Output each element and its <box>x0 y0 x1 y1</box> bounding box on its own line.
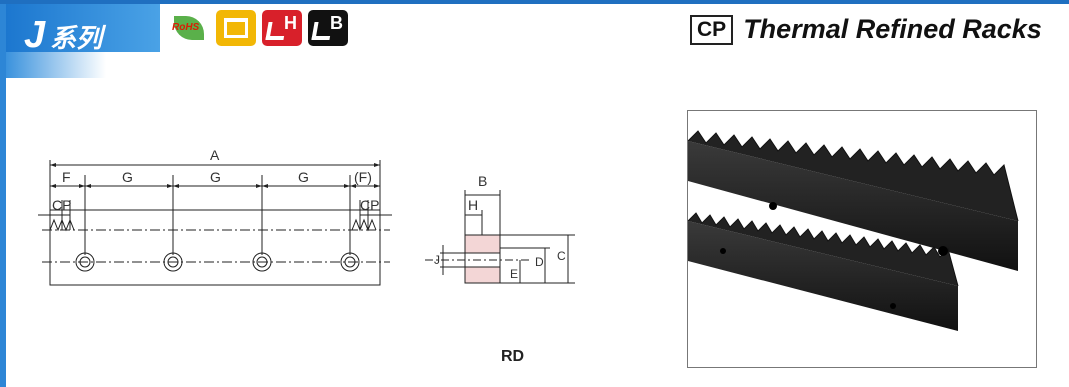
product-name: Thermal Refined Racks <box>743 14 1042 44</box>
hollow-profile-icon <box>216 10 256 46</box>
product-title: CP Thermal Refined Racks <box>690 14 1042 45</box>
dim-G1-label: G <box>122 169 133 185</box>
drawing-caption: RD <box>501 348 525 365</box>
dim-J-label: J <box>434 253 440 267</box>
heat-treated-icon: H <box>262 10 302 46</box>
product-code: CP <box>690 14 734 45</box>
series-letter: J <box>24 14 47 56</box>
product-photo <box>687 110 1037 368</box>
dim-G2-label: G <box>210 169 221 185</box>
feature-badges: RoHS H B <box>170 10 348 46</box>
rack-front-outline <box>49 209 381 286</box>
series-text: 系列 <box>50 23 103 53</box>
rack-photo-illustration <box>688 130 1019 331</box>
dim-A-label: A <box>210 147 220 163</box>
rack-dimension-drawing: A F G G G (F) CP CP B H J E D C <box>38 147 575 286</box>
dim-D-label: D <box>535 255 544 269</box>
dim-C-label: C <box>557 249 566 263</box>
dim-G3-label: G <box>298 169 309 185</box>
rohs-label: RoHS <box>172 22 200 33</box>
dim-B-label: B <box>478 173 487 189</box>
teeth-right <box>351 218 377 232</box>
dim-F-label: F <box>62 169 71 185</box>
dim-E-label: E <box>510 267 518 281</box>
black-oxide-letter: B <box>330 13 343 33</box>
dim-CP-left-label: CP <box>52 197 71 213</box>
dim-CP-right-label: CP <box>360 197 379 213</box>
top-accent-line <box>0 0 1069 4</box>
black-oxide-icon: B <box>308 10 348 46</box>
dim-H-label: H <box>468 197 478 213</box>
dim-F-paren-label: (F) <box>354 169 372 185</box>
heat-treated-letter: H <box>284 13 297 33</box>
header-accent <box>6 52 106 78</box>
rohs-badge: RoHS <box>170 10 210 46</box>
profile-shape-icon <box>224 18 248 38</box>
left-accent-bar <box>0 4 6 387</box>
